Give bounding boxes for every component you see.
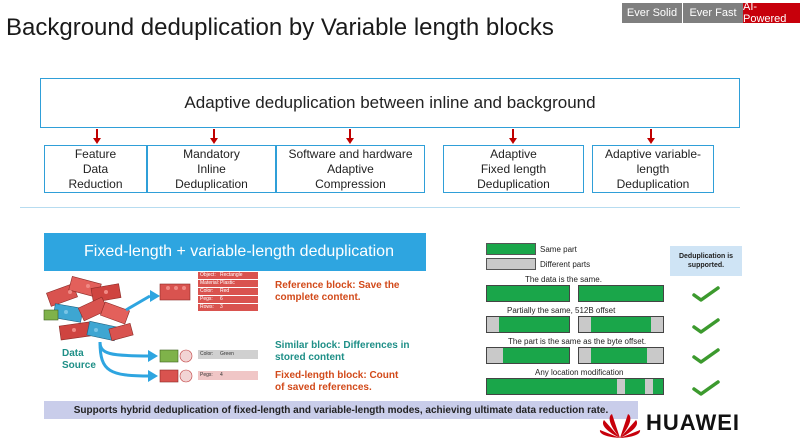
data-bar xyxy=(486,316,570,333)
summary-bar: Supports hybrid deduplication of fixed-l… xyxy=(44,401,638,419)
attr-key: Pegs: xyxy=(200,372,213,378)
different-segment xyxy=(579,317,591,332)
attr-value: Plastic xyxy=(220,280,235,286)
data-source-line: Source xyxy=(62,360,96,371)
attr-value: Red xyxy=(220,288,230,294)
feature-line: Data xyxy=(82,161,109,176)
similar-line: Similar block: Differences in xyxy=(275,340,410,351)
feature-line: Mandatory xyxy=(183,146,240,161)
section-banner: Fixed-length + variable-length deduplica… xyxy=(44,233,426,271)
feature-line: Deduplication xyxy=(477,176,550,191)
row-caption: Any location modification xyxy=(535,368,624,377)
attr-value: 4 xyxy=(220,372,223,378)
feature-line: Feature xyxy=(74,146,117,161)
different-segment xyxy=(487,348,503,363)
page-title: Background deduplication by Variable len… xyxy=(6,14,554,41)
top-box: Adaptive deduplication between inline an… xyxy=(40,78,740,128)
summary-text: Supports hybrid deduplication of fixed-l… xyxy=(73,404,609,416)
block-illustration xyxy=(43,275,193,383)
legend-label-different: Different parts xyxy=(540,260,591,269)
different-segment xyxy=(645,379,653,394)
different-segment xyxy=(651,317,663,332)
tag-ever-solid: Ever Solid xyxy=(622,3,682,23)
attr-key: Material: xyxy=(200,280,220,286)
check-icon xyxy=(692,348,720,364)
attr-key: Rows: xyxy=(200,304,214,310)
data-source-label: Data Source xyxy=(62,348,96,372)
data-bar xyxy=(578,347,664,364)
feature-line: Adaptive xyxy=(490,146,537,161)
attr-key: Object: xyxy=(200,272,216,278)
attr-value: 3 xyxy=(220,304,223,310)
data-bar xyxy=(578,285,664,302)
similar-line: stored content xyxy=(275,352,345,363)
fixed-attribute-tag: Pegs: 4 xyxy=(198,371,258,380)
reference-attribute-table: Object: Rectangle Material: Plastic Colo… xyxy=(198,272,258,311)
feature-line: Reduction xyxy=(68,176,123,191)
legend-swatch-different xyxy=(486,258,536,270)
row-caption: Partially the same, 512B offset xyxy=(507,306,616,315)
attr-key: Color: xyxy=(200,351,214,357)
top-box-label: Adaptive deduplication between inline an… xyxy=(184,93,596,112)
dedup-line: supported. xyxy=(687,262,725,269)
similar-attribute-tag: Color: Green xyxy=(198,350,258,359)
data-source-line: Data xyxy=(62,348,84,359)
tag-ever-fast: Ever Fast xyxy=(683,3,743,23)
legend-label-same: Same part xyxy=(540,245,577,254)
feature-line: Deduplication xyxy=(175,176,248,191)
check-icon xyxy=(692,318,720,334)
attr-key: Color: xyxy=(200,288,214,294)
reference-block-text: Reference block: Save the complete conte… xyxy=(275,280,400,304)
legend-swatch-same xyxy=(486,243,536,255)
feature-line: Deduplication xyxy=(616,176,690,191)
data-bar xyxy=(486,378,664,395)
different-segment xyxy=(647,348,663,363)
feature-line: Fixed length xyxy=(480,161,547,176)
dedup-line: Deduplication is xyxy=(678,253,734,260)
brand-name: HUAWEI xyxy=(646,410,740,435)
feature-line: Compression xyxy=(315,176,386,191)
tag-ai-powered: AI-Powered xyxy=(743,1,800,25)
feature-line: Inline xyxy=(197,161,226,176)
different-segment xyxy=(579,348,591,363)
row-caption: The data is the same. xyxy=(525,275,602,284)
attr-key: Pegs: xyxy=(200,296,213,302)
feature-line: Adaptive variable- xyxy=(604,146,702,161)
similar-block-text: Similar block: Differences in stored con… xyxy=(275,340,410,364)
branch-lines xyxy=(98,294,151,378)
attr-value: 6 xyxy=(220,296,223,302)
feature-line: Software and hardware xyxy=(288,146,413,161)
different-segment xyxy=(487,317,499,332)
check-icon xyxy=(692,286,720,302)
fixed-line: Fixed-length block: Count xyxy=(275,370,399,381)
reference-line: complete content. xyxy=(275,292,361,303)
data-bar xyxy=(486,347,570,364)
attr-value: Green xyxy=(220,351,234,357)
reference-line: Reference block: Save the xyxy=(275,280,400,291)
data-bar xyxy=(486,285,570,302)
attr-value: Rectangle xyxy=(220,272,243,278)
fixed-line: of saved references. xyxy=(275,382,372,393)
feature-line: Adaptive xyxy=(327,161,374,176)
huawei-logo-icon xyxy=(599,414,641,438)
data-bar xyxy=(578,316,664,333)
fixed-block-text: Fixed-length block: Count of saved refer… xyxy=(275,370,398,394)
section-banner-label: Fixed-length + variable-length deduplica… xyxy=(84,243,394,260)
different-segment xyxy=(617,379,625,394)
dedup-supported-box: Deduplication is supported. xyxy=(670,246,742,276)
check-icon xyxy=(692,380,720,396)
feature-line: length xyxy=(636,161,670,176)
lego-pile-icon xyxy=(43,275,134,342)
section-divider xyxy=(20,207,740,208)
row-caption: The part is the same as the byte offset. xyxy=(508,337,647,346)
